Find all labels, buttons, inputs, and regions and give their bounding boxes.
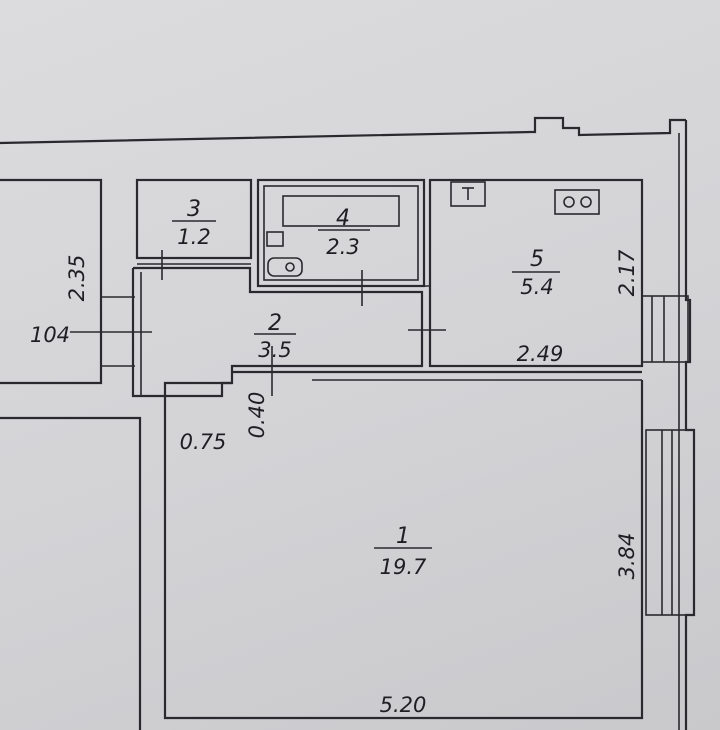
room-2-number: 2 (268, 311, 282, 336)
dimension-room-1-height: 3.84 (615, 533, 639, 580)
room-5-number: 5 (530, 247, 544, 272)
lower-left-room-outline (0, 416, 142, 730)
room-3-number: 3 (187, 197, 201, 222)
stove-icon (554, 189, 600, 215)
room-4-inner (263, 185, 419, 281)
room-2-outline (131, 266, 424, 398)
dimension-door-offset: 0.40 (245, 392, 269, 439)
living-window (645, 429, 695, 616)
room-5-area: 5.4 (520, 275, 553, 299)
toilet-icon (267, 257, 303, 277)
dimension-room-5-width: 2.49 (517, 342, 564, 366)
dimension-room-1-width: 5.20 (380, 693, 427, 717)
stove-burner-icon (580, 196, 592, 208)
room-1-number: 1 (396, 524, 410, 549)
outer-right-wall (684, 120, 696, 730)
room-1-area: 19.7 (380, 555, 427, 579)
kitchen-window (641, 295, 689, 363)
room-2-area: 3.5 (258, 338, 291, 362)
outer-top-wall (0, 116, 686, 145)
bathtub-icon (282, 195, 400, 227)
room-3-outline (135, 178, 253, 260)
toilet-bowl-icon (285, 262, 295, 272)
room-4-area: 2.3 (326, 235, 359, 259)
room-3-area: 1.2 (177, 225, 210, 249)
room-4-number: 4 (336, 206, 350, 231)
sink-unit-icon (450, 181, 486, 207)
room-1-outline (163, 380, 644, 720)
room-5-outline (428, 178, 644, 368)
dimension-door-width: 0.75 (180, 430, 227, 454)
dimension-room-5-height: 2.17 (615, 249, 639, 296)
dimension-left-room-height: 2.35 (65, 255, 89, 302)
left-room-outline (0, 178, 103, 385)
sink-icon (266, 231, 284, 247)
dimension-left-label: 104 (30, 323, 70, 347)
stove-burner-icon (563, 196, 575, 208)
